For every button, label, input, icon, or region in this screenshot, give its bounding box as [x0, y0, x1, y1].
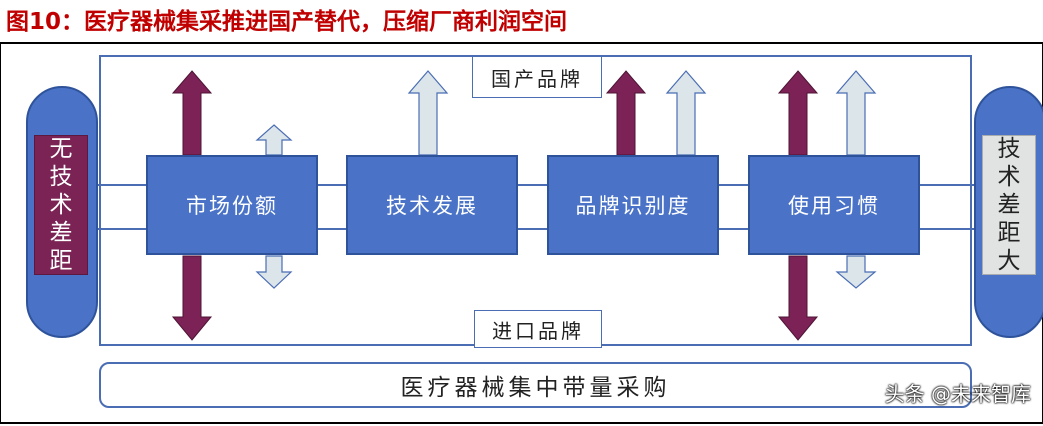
no-tech-gap-box: 无技术差距: [34, 135, 88, 275]
usage-habits-domestic-weak-up-arrow: [835, 70, 877, 156]
tech-development-domestic-weak-up-arrow: [407, 70, 449, 156]
node-tech-development: 技术发展: [346, 155, 518, 255]
import-brand-label: 进口品牌: [474, 310, 602, 348]
figure-title: 图10：医疗器械集采推进国产替代，压缩厂商利润空间: [6, 9, 568, 35]
node-usage-habits: 使用习惯: [748, 155, 920, 255]
market-share-import-strong-down-arrow: [171, 255, 213, 341]
big-tech-gap-label: 技术差距大: [997, 136, 1021, 274]
market-share-domestic-weak-up-arrow: [255, 124, 293, 156]
volume-based-procurement-box: 医疗器械集中带量采购: [99, 362, 972, 408]
usage-habits-import-strong-down-arrow: [777, 255, 819, 341]
node-brand-recognition: 品牌识别度: [547, 155, 719, 255]
usage-habits-domestic-strong-up-arrow: [777, 70, 819, 156]
connector-line-bottom: [60, 228, 990, 230]
brand-recognition-domestic-weak-up-arrow: [665, 70, 707, 156]
domestic-brand-label: 国产品牌: [472, 56, 602, 98]
no-tech-gap-label: 无技术差距: [49, 136, 73, 274]
market-share-import-weak-down-arrow: [255, 255, 293, 289]
usage-habits-import-weak-down-arrow: [835, 255, 877, 289]
connector-line-top: [60, 184, 990, 186]
bottom-rule: [0, 422, 1043, 424]
market-share-domestic-strong-up-arrow: [171, 70, 213, 156]
brand-recognition-domestic-strong-up-arrow: [605, 70, 647, 156]
title-rule: [0, 42, 1043, 44]
watermark: 头条 @未来智库: [884, 382, 1031, 406]
big-tech-gap-box: 技术差距大: [982, 135, 1036, 275]
node-market-share: 市场份额: [146, 155, 318, 255]
left-border-line: [0, 44, 1, 422]
